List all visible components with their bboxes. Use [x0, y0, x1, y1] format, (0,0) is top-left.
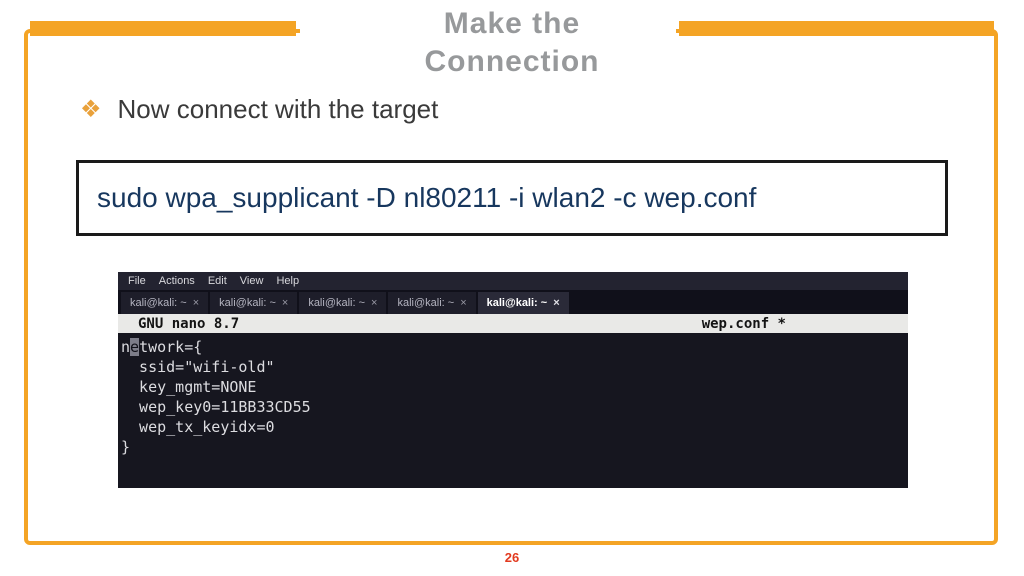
- tab-label: kali@kali: ~: [486, 297, 548, 309]
- title-accent-bar-right: [679, 21, 994, 36]
- command-box: sudo wpa_supplicant -D nl80211 -i wlan2 …: [76, 160, 948, 236]
- nano-version: GNU nano 8.7: [138, 315, 240, 332]
- terminal-window: File Actions Edit View Help kali@kali: ~…: [118, 272, 908, 488]
- tab-label: kali@kali: ~: [130, 297, 187, 309]
- bullet-line: ❖ Now connect with the target: [80, 94, 438, 125]
- line-after-cursor: twork={: [139, 338, 203, 356]
- tab-close-icon[interactable]: ×: [553, 297, 560, 309]
- tab-label: kali@kali: ~: [397, 297, 455, 309]
- terminal-tab-2[interactable]: kali@kali: ~ ×: [210, 292, 298, 314]
- nano-titlebar: GNU nano 8.7 wep.conf *: [118, 314, 908, 333]
- terminal-tabbar: kali@kali: ~ × kali@kali: ~ × kali@kali:…: [118, 290, 908, 314]
- menu-item-file[interactable]: File: [128, 275, 146, 287]
- slide-title: Make the Connection: [0, 5, 1024, 81]
- tab-label: kali@kali: ~: [308, 297, 366, 309]
- tab-label: kali@kali: ~: [219, 297, 276, 309]
- terminal-line-keymgmt: key_mgmt=NONE: [121, 378, 257, 396]
- terminal-line-wepkey: wep_key0=11BB33CD55: [121, 398, 311, 416]
- slide-title-line-2: Connection: [424, 45, 600, 78]
- slide-title-line-1: Make the: [443, 7, 581, 40]
- terminal-tab-1[interactable]: kali@kali: ~ ×: [121, 292, 209, 314]
- tab-close-icon[interactable]: ×: [281, 297, 289, 309]
- text-cursor: e: [130, 338, 140, 356]
- tab-close-icon[interactable]: ×: [460, 297, 467, 309]
- terminal-line-keyidx: wep_tx_keyidx=0: [121, 418, 275, 436]
- menu-item-edit[interactable]: Edit: [207, 275, 227, 287]
- page-number: 26: [504, 550, 520, 565]
- line-before-cursor: n: [121, 338, 131, 356]
- diamond-bullet-icon: ❖: [80, 96, 102, 123]
- bullet-text: Now connect with the target: [117, 94, 439, 124]
- terminal-line-ssid: ssid="wifi-old": [121, 358, 275, 376]
- terminal-line-network: network={: [121, 337, 908, 357]
- title-mask: [300, 6, 676, 86]
- menu-item-help[interactable]: Help: [276, 275, 300, 287]
- terminal-content[interactable]: network={ ssid="wifi-old" key_mgmt=NONE …: [118, 333, 908, 488]
- nano-filename: wep.conf *: [701, 315, 786, 332]
- terminal-line-closebrace: }: [121, 438, 131, 456]
- terminal-menubar: File Actions Edit View Help: [118, 272, 908, 290]
- menu-item-view[interactable]: View: [239, 275, 264, 287]
- menu-item-actions[interactable]: Actions: [158, 275, 195, 287]
- title-accent-bar-left: [30, 21, 296, 36]
- command-text: sudo wpa_supplicant -D nl80211 -i wlan2 …: [97, 182, 757, 213]
- terminal-tab-4[interactable]: kali@kali: ~ ×: [388, 292, 476, 314]
- tab-close-icon[interactable]: ×: [371, 297, 378, 309]
- terminal-tab-5-active[interactable]: kali@kali: ~ ×: [477, 292, 569, 314]
- terminal-tab-3[interactable]: kali@kali: ~ ×: [299, 292, 387, 314]
- tab-close-icon[interactable]: ×: [192, 297, 200, 309]
